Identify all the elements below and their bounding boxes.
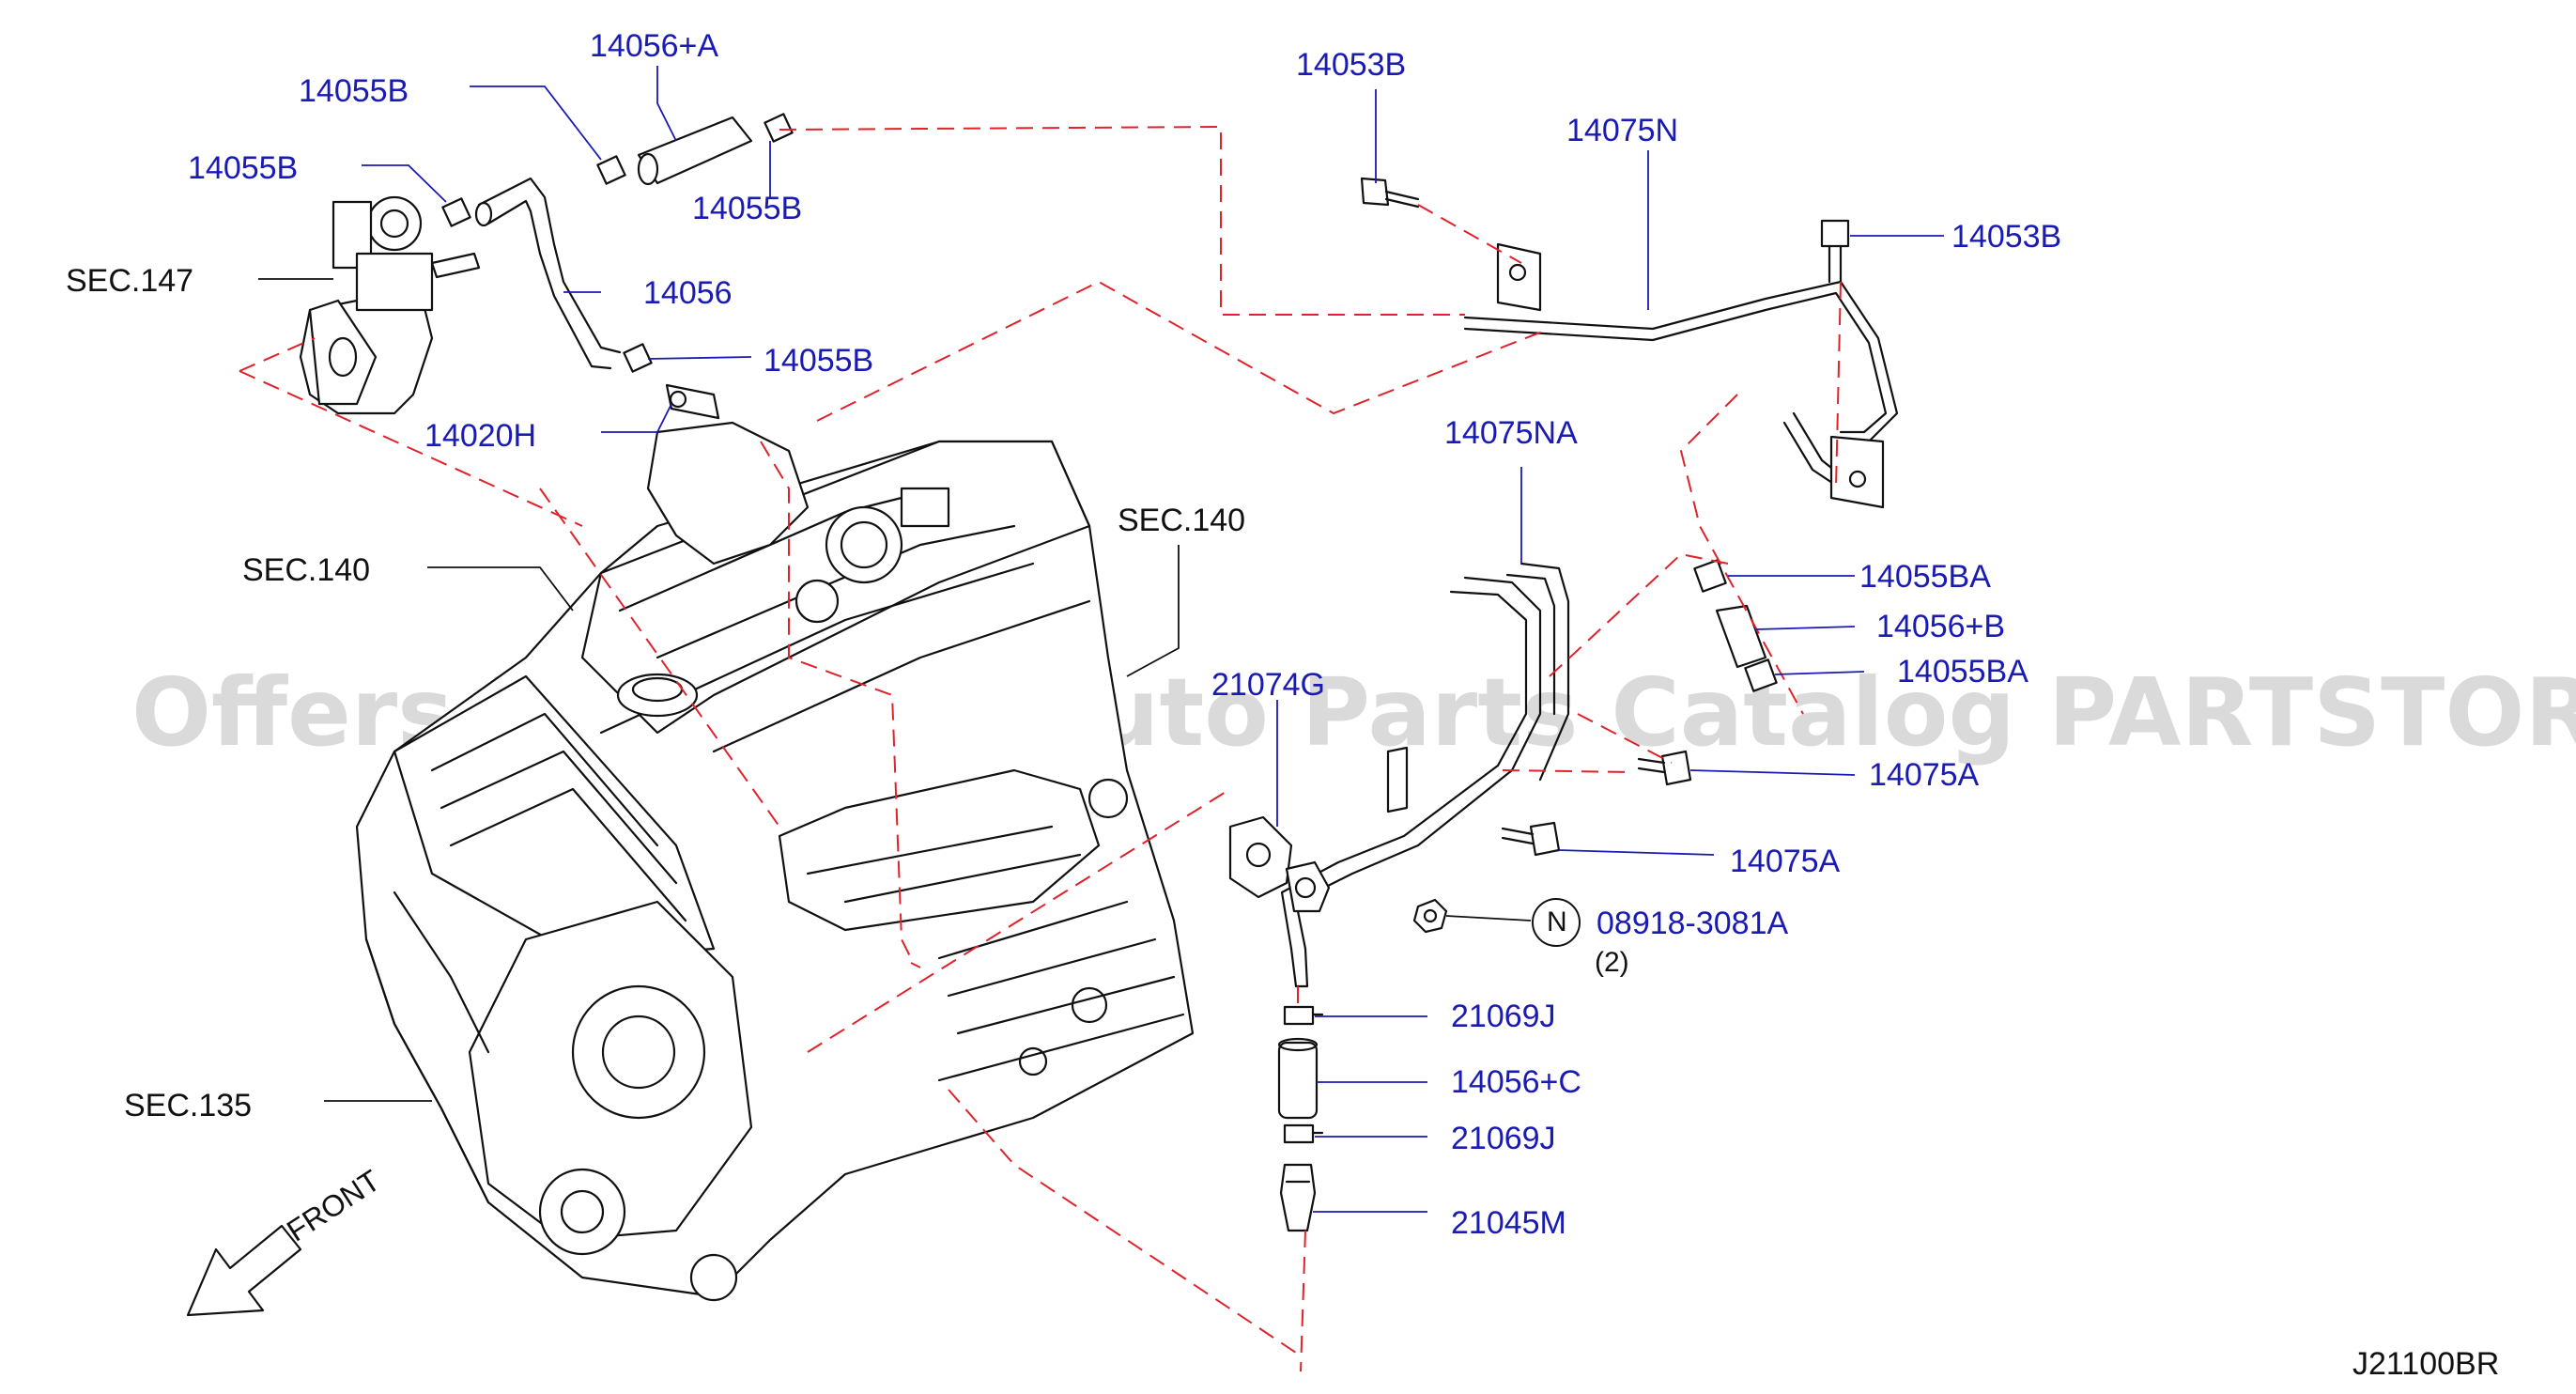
label-14056a: 14056+A xyxy=(590,28,719,64)
label-14075na: 14075NA xyxy=(1444,415,1578,451)
egr-valve xyxy=(299,195,481,415)
label-08918-3081a: 08918-3081A xyxy=(1597,906,1789,941)
label-sec-140-right: SEC.140 xyxy=(1118,503,1246,538)
nut-08918 xyxy=(1412,898,1448,934)
label-21074g: 21074G xyxy=(1211,667,1325,703)
label-14075n: 14075N xyxy=(1566,113,1679,148)
label-14056c: 14056+C xyxy=(1451,1064,1581,1100)
label-14075a-1: 14075A xyxy=(1869,757,1980,793)
pipe-14075na xyxy=(1228,562,1570,988)
label-14055ba-1: 14055BA xyxy=(1859,559,1991,595)
engine-block xyxy=(355,421,1195,1302)
label-14055b-2: 14055B xyxy=(188,150,299,186)
note-n-circle xyxy=(1532,898,1581,947)
label-sec-147: SEC.147 xyxy=(66,263,194,299)
front-arrow-icon xyxy=(186,1224,302,1317)
leader-lines xyxy=(258,66,1944,1213)
label-21069j-1: 21069J xyxy=(1451,999,1556,1034)
hose-14056-b xyxy=(1693,559,1778,692)
label-14056: 14056 xyxy=(643,275,733,311)
label-14055ba-2: 14055BA xyxy=(1897,654,2028,689)
bolt-14053b-left xyxy=(1360,177,1420,209)
hose-14056-a xyxy=(637,116,753,186)
note-n-symbol: N xyxy=(1547,906,1567,937)
phantom-lines xyxy=(239,125,1842,1372)
hose-clamps xyxy=(441,113,794,420)
label-14053b-1: 14053B xyxy=(1296,47,1407,83)
pipe-14075n xyxy=(1463,242,1899,509)
label-14056b: 14056+B xyxy=(1876,609,2006,644)
hose-14056 xyxy=(474,177,622,370)
bolt-14053b-right xyxy=(1820,219,1850,284)
drawing-code: J21100BR xyxy=(2352,1346,2500,1382)
label-sec-140-left: SEC.140 xyxy=(242,552,371,588)
label-14053b-2: 14053B xyxy=(1951,219,2062,255)
label-21069j-2: 21069J xyxy=(1451,1121,1556,1156)
label-14055b-4: 14055B xyxy=(764,343,874,379)
label-14020h: 14020H xyxy=(424,418,537,454)
label-14055b-3: 14055B xyxy=(692,191,803,226)
label-sec-135: SEC.135 xyxy=(124,1088,253,1123)
label-14055b-1: 14055B xyxy=(299,73,409,109)
label-21045m: 21045M xyxy=(1451,1205,1566,1241)
note-qty: (2) xyxy=(1595,947,1629,978)
label-14075a-2: 14075A xyxy=(1730,844,1841,879)
coolant-hose-stack xyxy=(1277,1005,1324,1232)
bolt-14075a xyxy=(1501,750,1692,857)
